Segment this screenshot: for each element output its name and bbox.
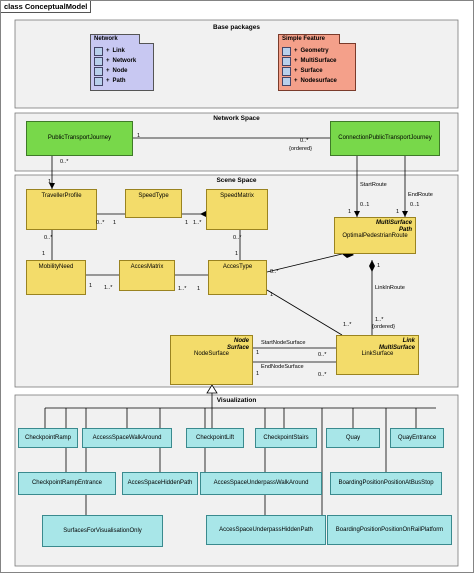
network-item: +Link [91, 46, 153, 56]
checkpoint-ramp-entrance-class[interactable]: CheckpointRampEntrance [18, 472, 116, 495]
checkpoint-lift-class[interactable]: CheckpointLift [186, 428, 244, 448]
link-stereotype-2: MultiSurface [378, 344, 415, 351]
boarding-position-at-bus-stop-class[interactable]: BoardingPositionPositionAtBusStop [330, 472, 442, 495]
simple-feature-package-name: Simple Feature [278, 34, 340, 44]
mobility-accesmatrix-mult: 1 [89, 283, 93, 289]
surfaces-for-visualisation-only-class[interactable]: SurfacesForVisualisationOnly [42, 515, 163, 547]
simple-feature-items: +Geometry +MultiSurface +Surface +Nodesu… [279, 44, 355, 86]
access-space-walk-around-class[interactable]: AccessSpaceWalkAround [82, 428, 172, 448]
checkpoint-ramp-class[interactable]: CheckpointRamp [18, 428, 78, 448]
end-route-one: 1 [396, 209, 400, 215]
network-item: +Node [91, 66, 153, 76]
start-node-mult: 0..* [318, 352, 327, 358]
network-item: +Path [91, 76, 153, 86]
acces-space-underpass-hidden-path-class[interactable]: AccesSpaceUnderpassHiddenPath [206, 515, 326, 545]
acces-matrix-class[interactable]: AccesMatrix [119, 260, 175, 291]
speedtype-mult-one: 1 [113, 220, 117, 226]
accestype-mult-one: 1 [235, 251, 239, 257]
speedtype-speedmatrix-mult: 1 [185, 220, 189, 226]
end-node-mult: 0..* [318, 372, 327, 378]
end-node-one: 1 [256, 371, 260, 377]
node-stereotype-2: Surface [226, 344, 249, 351]
link-accestype-mult: 1..* [343, 322, 352, 328]
accestype-link-mult: 1 [270, 292, 274, 298]
network-package[interactable]: Network +Link +Network +Node +Path [90, 34, 154, 91]
speedmatrix-accestype-mult: 0..* [233, 235, 242, 241]
link-in-route-role: LinkInRoute [375, 285, 405, 291]
acces-type-class[interactable]: AccesType [208, 260, 267, 295]
base-packages-title: Base packages [213, 24, 260, 31]
end-route-role: EndRoute [408, 192, 433, 198]
end-route-mult: 0..1 [410, 202, 420, 208]
link-stereotype-1: Link [402, 338, 415, 344]
assoc-mult: 0..* [300, 138, 309, 144]
quay-entrance-class[interactable]: QuayEntrance [390, 428, 444, 448]
simple-feature-item: +Geometry [279, 46, 355, 56]
simple-feature-item: +Nodesurface [279, 76, 355, 86]
class-icon [94, 46, 103, 56]
assoc-ordered: {ordered} [289, 146, 313, 152]
path-link-mult-one: 1 [377, 263, 381, 269]
class-icon [94, 76, 103, 86]
start-route-role: StartRoute [360, 182, 387, 188]
speed-type-class[interactable]: SpeedType [125, 189, 182, 218]
quay-class[interactable]: Quay [326, 428, 380, 448]
class-icon [282, 46, 291, 56]
link-in-route-ordered: {ordered} [372, 324, 396, 330]
traveller-mobility-mult: 0..* [44, 235, 53, 241]
class-icon [282, 76, 291, 86]
checkpoint-stairs-class[interactable]: CheckpointStairs [255, 428, 317, 448]
boarding-position-on-rail-platform-class[interactable]: BoardingPositionPositionOnRailPlatform [327, 515, 452, 545]
accesmatrix-accestype-mult: 1..* [178, 286, 187, 292]
link-surface-name: LinkSurface [361, 351, 394, 358]
link-surface-class[interactable]: Link MultiSurface LinkSurface [336, 335, 419, 375]
connection-public-transport-journey-class[interactable]: ConnectionPublicTransportJourney [330, 121, 440, 156]
start-node-one: 1 [256, 350, 260, 356]
node-stereotype-1: Node [234, 338, 249, 344]
class-icon [94, 56, 103, 66]
link-in-route-mult: 1..* [375, 317, 384, 323]
optimal-pedestrian-route-class[interactable]: MultiSurface Path OptimalPedestrianRoute [334, 217, 416, 254]
network-item: +Network [91, 56, 153, 66]
acces-space-hidden-path-class[interactable]: AccesSpaceHiddenPath [122, 472, 198, 495]
node-surface-name: NodeSurface [193, 351, 230, 358]
network-items: +Link +Network +Node +Path [91, 44, 153, 86]
end-node-role: EndNodeSurface [261, 364, 304, 370]
traveller-mult-top: 1 [48, 179, 52, 185]
optimal-path-stereotype-1: MultiSurface [375, 220, 412, 226]
class-icon [94, 66, 103, 76]
visualization-title: Visualization [216, 397, 257, 404]
traveller-speedtype-mult: 0..* [96, 220, 105, 226]
node-surface-class[interactable]: Node Surface NodeSurface [170, 335, 253, 385]
acces-space-underpass-walk-around-class[interactable]: AccesSpaceUnderpassWalkAround [200, 472, 322, 495]
mobility-need-class[interactable]: MobilityNeed [26, 260, 86, 295]
class-icon [282, 56, 291, 66]
accesmatrix-mult: 1..* [104, 285, 113, 291]
simple-feature-package[interactable]: Simple Feature +Geometry +MultiSurface +… [278, 34, 356, 91]
assoc-mult-one: 1 [137, 133, 141, 139]
speedmatrix-mult: 1..* [193, 220, 202, 226]
simple-feature-item: +MultiSurface [279, 56, 355, 66]
class-icon [282, 66, 291, 76]
start-route-mult: 0..1 [360, 202, 370, 208]
diagram-title: class ConceptualModel [1, 1, 92, 13]
network-package-name: Network [90, 34, 140, 44]
start-route-one: 1 [348, 209, 352, 215]
accestype-path-mult: 0..* [270, 269, 279, 275]
network-space-title: Network Space [213, 115, 260, 122]
public-transport-journey-class[interactable]: PublicTransportJourney [26, 121, 133, 156]
mobility-mult-one: 1 [42, 251, 46, 257]
traveller-profile-class[interactable]: TravellerProfile [26, 189, 97, 230]
scene-space-title: Scene Space [216, 177, 257, 184]
start-node-role: StartNodeSurface [261, 340, 306, 346]
accestype-mult: 1 [197, 286, 201, 292]
ptj-to-traveller-mult: 0..* [60, 159, 69, 165]
optimal-path-stereotype-2: Path [398, 226, 412, 233]
speed-matrix-class[interactable]: SpeedMatrix [206, 189, 268, 230]
simple-feature-item: +Surface [279, 66, 355, 76]
optimal-path-name: OptimalPedestrianRoute [342, 233, 408, 240]
